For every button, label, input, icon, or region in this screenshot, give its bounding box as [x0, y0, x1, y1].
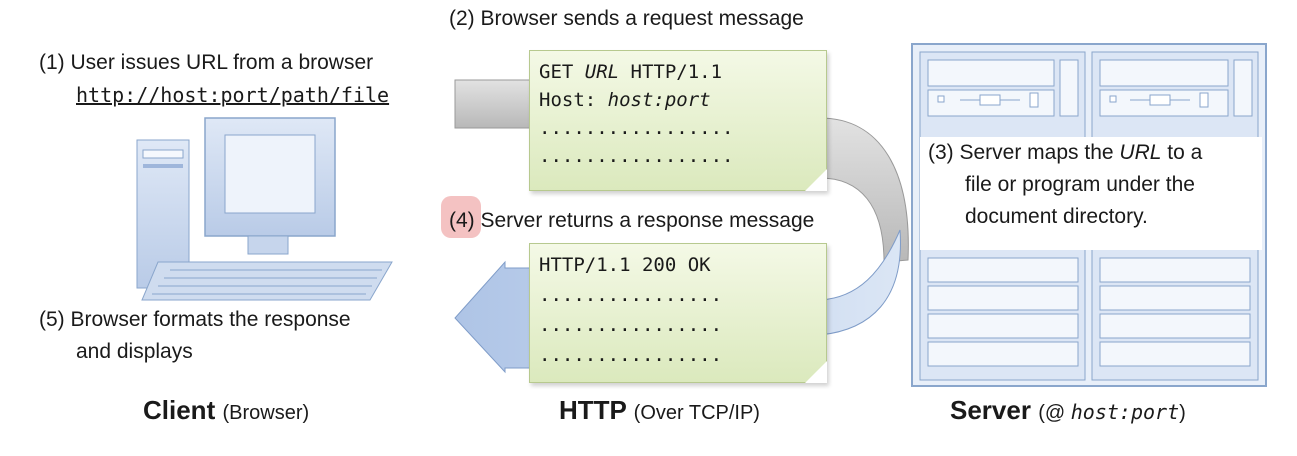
step1-label: (1) User issues URL from a browser — [39, 51, 374, 74]
step5-line-2: and displays — [76, 340, 193, 363]
request-message-note: GET URL HTTP/1.1 Host: host:port .......… — [529, 50, 827, 191]
response-dots-3: ................ — [539, 344, 723, 366]
step3-line-3: document directory. — [965, 205, 1148, 228]
note-fold — [805, 169, 827, 191]
step1-url: http://host:port/path/file — [76, 83, 390, 107]
step4-label: (4) Server returns a response message — [449, 209, 815, 232]
step3-line-1: (3) Server maps the URL to a — [928, 141, 1203, 164]
step5-line-1: (5) Browser formats the response — [39, 308, 351, 331]
request-line-1: GET URL HTTP/1.1 — [539, 61, 723, 83]
step3-line-2: file or program under the — [965, 173, 1195, 196]
http-caption: HTTP (Over TCP/IP) — [559, 395, 760, 425]
server-text-box — [920, 137, 1262, 250]
step2-label: (2) Browser sends a request message — [449, 7, 804, 30]
note-fold — [805, 361, 827, 383]
request-arrow-curve — [819, 117, 909, 263]
request-dots-2: ................. — [539, 145, 734, 167]
request-line-2: Host: host:port — [539, 89, 711, 111]
response-dots-2: ................ — [539, 314, 723, 336]
request-dots-1: ................. — [539, 117, 734, 139]
computer-icon — [136, 117, 393, 301]
response-status: HTTP/1.1 200 OK — [539, 254, 711, 276]
response-dots-1: ................ — [539, 284, 723, 306]
step4-highlight — [441, 196, 481, 238]
server-caption: Server (@ host:port) — [950, 395, 1186, 425]
client-caption: Client (Browser) — [143, 395, 310, 425]
response-message-note: HTTP/1.1 200 OK ................ .......… — [529, 243, 827, 383]
